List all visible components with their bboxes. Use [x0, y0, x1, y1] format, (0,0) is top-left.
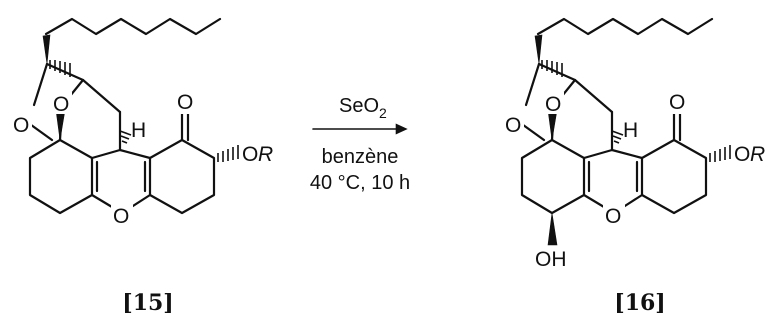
atom-label-o-left: O — [504, 112, 524, 137]
atom-label-h: H — [131, 119, 146, 142]
hexyl-chain — [536, 17, 714, 36]
stereo-hash-h — [611, 130, 624, 144]
stereo-wedge-oh — [547, 212, 558, 246]
product-structure: O O O O H O R OH [16] — [504, 17, 765, 316]
compound-label-15: [15] — [122, 290, 173, 316]
conditions-temp-time: 40 °C, 10 h — [310, 172, 410, 194]
stereo-hash-or — [709, 145, 731, 162]
atom-label-o-pyran: O — [111, 204, 133, 228]
atom-label-o-left: O — [12, 112, 32, 137]
atom-label-or-o: O — [734, 143, 750, 166]
atom-label-h: H — [623, 119, 638, 142]
reaction-arrow-group: SeO2 benzène 40 °C, 10 h — [310, 95, 410, 194]
stereo-hash-h — [119, 130, 132, 144]
atom-label-oh: OH — [535, 248, 567, 271]
svg-text:O: O — [113, 205, 129, 228]
pyran-ring — [582, 148, 644, 215]
stereo-hash-or — [217, 145, 239, 162]
hexyl-chain — [44, 17, 222, 36]
atom-label-o-bridge: O — [544, 92, 564, 116]
right-ring — [148, 138, 216, 215]
stereo-wedge-chain — [534, 34, 543, 65]
reagent: SeO2 — [339, 95, 387, 121]
svg-text:O: O — [669, 91, 685, 114]
bridge-bonds — [25, 62, 122, 152]
svg-text:O: O — [505, 114, 521, 137]
bridge-bonds — [517, 62, 614, 152]
svg-text:O: O — [13, 114, 29, 137]
compound-label-16: [16] — [614, 290, 665, 316]
atom-label-or-r: R — [258, 143, 273, 166]
atom-label-o-bridge: O — [52, 92, 72, 116]
reactant-structure: O O O O H O R [15] — [12, 17, 273, 316]
pyran-ring — [90, 148, 152, 215]
solvent: benzène — [322, 146, 399, 168]
atom-label-or-o: O — [242, 143, 258, 166]
atom-label-or-r: R — [750, 143, 765, 166]
left-ring — [520, 138, 586, 215]
svg-text:O: O — [605, 205, 621, 228]
atom-label-o-ketone: O — [668, 90, 688, 114]
svg-text:O: O — [177, 91, 193, 114]
stereo-hash — [541, 60, 563, 77]
arrow-head — [395, 123, 408, 135]
stereo-hash — [49, 60, 71, 77]
svg-text:O: O — [53, 93, 69, 116]
svg-text:O: O — [545, 93, 561, 116]
atom-label-o-pyran: O — [603, 204, 625, 228]
atom-label-o-ketone: O — [176, 90, 196, 114]
stereo-wedge-chain — [42, 34, 51, 65]
left-ring — [28, 138, 94, 215]
right-ring — [640, 138, 708, 215]
